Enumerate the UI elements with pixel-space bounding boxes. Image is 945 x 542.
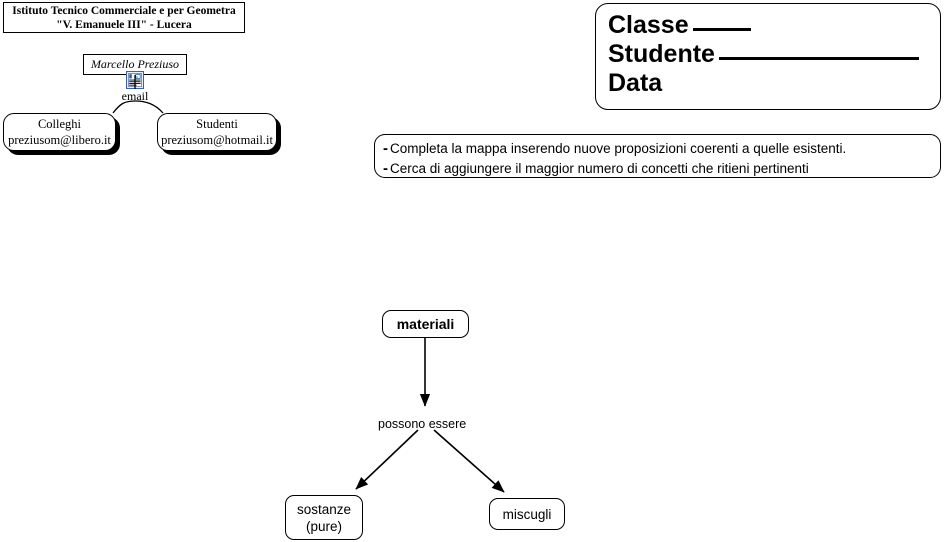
concept-node-sostanze-line2: (pure) xyxy=(305,518,342,534)
classe-label: Classe xyxy=(608,11,689,39)
document-note-icon[interactable] xyxy=(125,70,145,90)
studente-row: Studente xyxy=(608,40,940,69)
author-node-studenti[interactable]: Studenti preziusom@hotmail.it xyxy=(157,113,277,151)
classe-blank-rule[interactable] xyxy=(692,28,751,31)
concept-edge-label-possono-essere: possono essere xyxy=(378,417,467,431)
student-info-box: Classe Studente Data xyxy=(595,3,941,110)
author-node-colleghi-title: Colleghi xyxy=(37,117,82,131)
studente-label: Studente xyxy=(608,40,715,68)
instruction-bullet-1: - xyxy=(383,140,388,157)
studente-blank-rule[interactable] xyxy=(718,57,919,60)
concept-node-miscugli[interactable]: miscugli xyxy=(489,498,565,530)
instruction-text-2: Cerca di aggiungere il maggior numero di… xyxy=(390,161,809,176)
data-label: Data xyxy=(608,69,663,97)
data-row: Data xyxy=(608,69,940,98)
school-header-line2: "V. Emanuele III" - Lucera xyxy=(56,18,192,31)
instruction-line-1: -Completa la mappa inserendo nuove propo… xyxy=(383,139,940,159)
concept-node-miscugli-label: miscugli xyxy=(502,506,552,522)
instruction-line-2: -Cerca di aggiungere il maggior numero d… xyxy=(383,159,940,179)
author-node-colleghi[interactable]: Colleghi preziusom@libero.it xyxy=(3,113,116,151)
concept-node-sostanze[interactable]: sostanze (pure) xyxy=(285,495,363,540)
classe-row: Classe xyxy=(608,11,940,40)
author-name-label: Marcello Preziuso xyxy=(90,57,180,71)
author-node-colleghi-email: preziusom@libero.it xyxy=(8,133,111,147)
author-edge-label-email: email xyxy=(121,89,149,103)
concept-node-materiali[interactable]: materiali xyxy=(382,310,469,338)
instructions-box: -Completa la mappa inserendo nuove propo… xyxy=(374,134,941,178)
instruction-bullet-2: - xyxy=(383,160,388,177)
instruction-text-1: Completa la mappa inserendo nuove propos… xyxy=(390,141,847,156)
concept-node-materiali-label: materiali xyxy=(396,315,455,332)
school-header-box: Istituto Tecnico Commerciale e per Geome… xyxy=(3,2,245,33)
author-node-studenti-title: Studenti xyxy=(196,117,238,131)
school-header-line1: Istituto Tecnico Commerciale e per Geome… xyxy=(12,4,236,17)
author-node-studenti-email: preziusom@hotmail.it xyxy=(161,133,273,147)
concept-node-sostanze-line1: sostanze xyxy=(296,501,352,517)
